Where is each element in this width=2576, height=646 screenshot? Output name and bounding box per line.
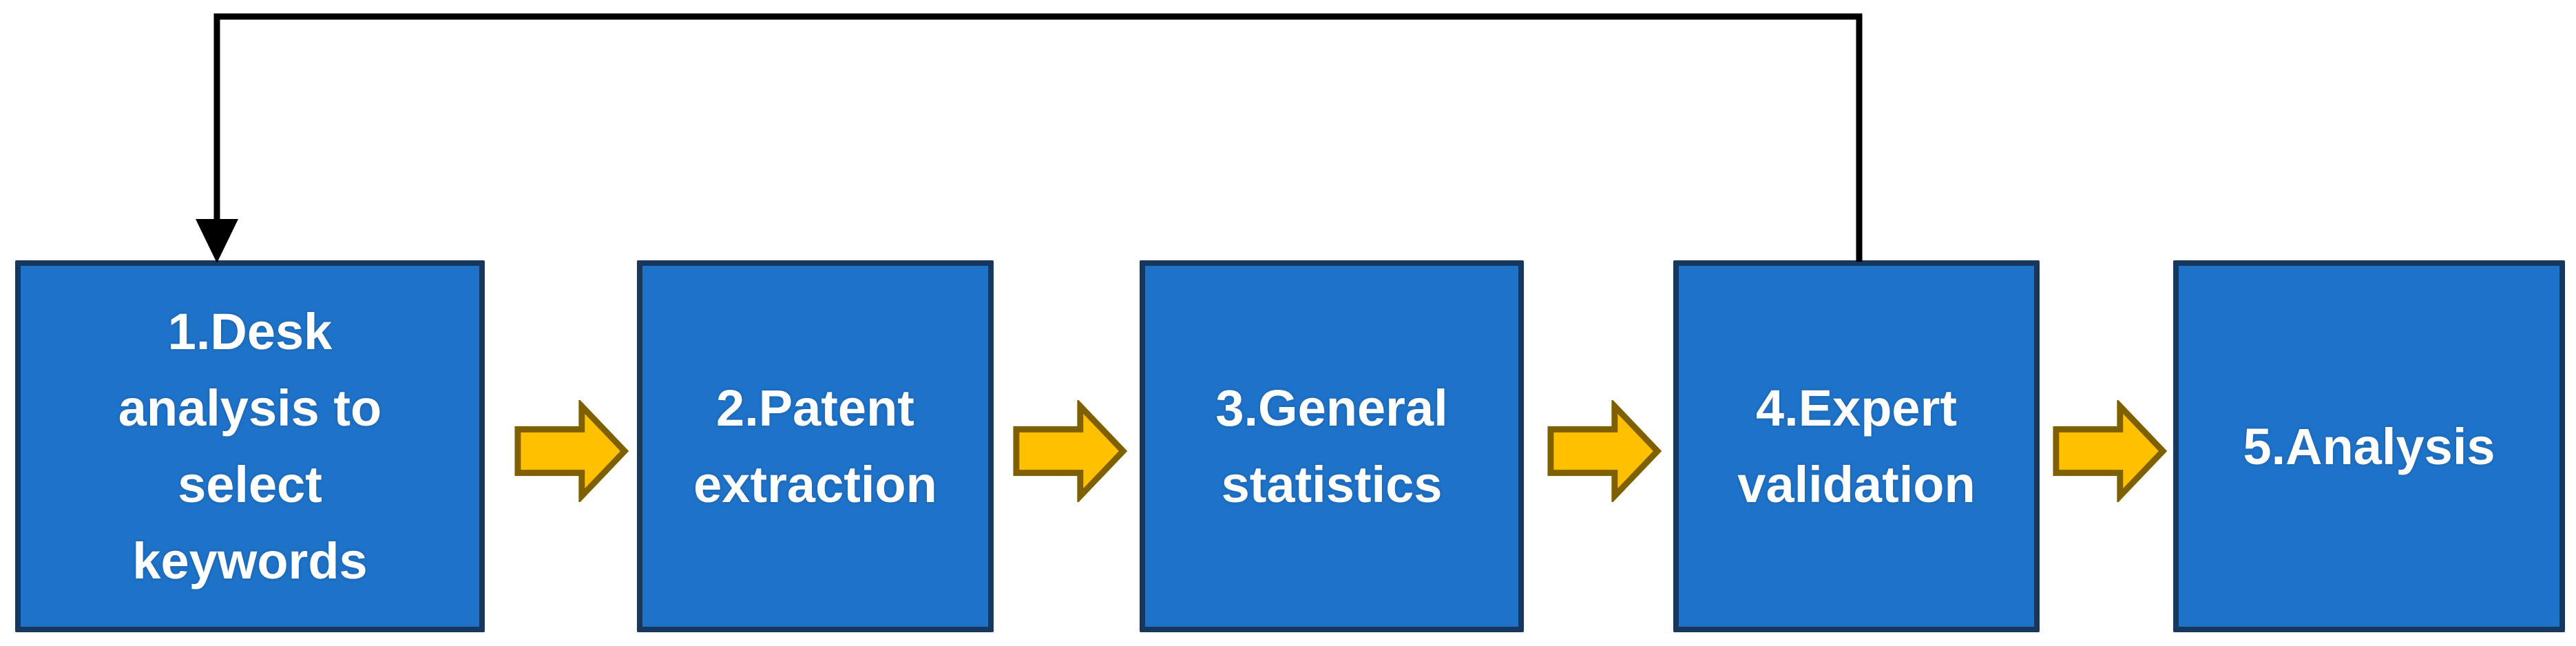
right-block-arrow-icon	[1013, 400, 1128, 502]
right-block-arrow-icon	[2053, 400, 2168, 502]
step-box-2: 2.Patent extraction	[637, 260, 994, 632]
step-box-4: 4.Expert validation	[1673, 260, 2040, 632]
right-block-arrow-icon	[1547, 400, 1662, 502]
step-box-1: 1.Desk analysis to select keywords	[15, 260, 485, 632]
flow-arrow-4-5-icon	[2053, 400, 2168, 502]
step-label-1: 1.Desk analysis to select keywords	[118, 303, 382, 590]
down-arrowhead-icon	[196, 219, 238, 263]
step-label-2: 2.Patent extraction	[693, 379, 937, 513]
flow-arrow-2-3-icon	[1013, 400, 1128, 502]
feedback-line	[213, 13, 1863, 262]
step-label-3: 3.General statistics	[1215, 379, 1448, 513]
right-block-arrow-icon	[514, 400, 629, 502]
step-box-3: 3.General statistics	[1140, 260, 1524, 632]
step-box-5: 5.Analysis	[2173, 260, 2565, 632]
step-label-4: 4.Expert validation	[1737, 379, 1976, 513]
step-label-5: 5.Analysis	[2243, 417, 2495, 475]
flow-arrow-1-2-icon	[514, 400, 629, 502]
flow-arrow-3-4-icon	[1547, 400, 1662, 502]
